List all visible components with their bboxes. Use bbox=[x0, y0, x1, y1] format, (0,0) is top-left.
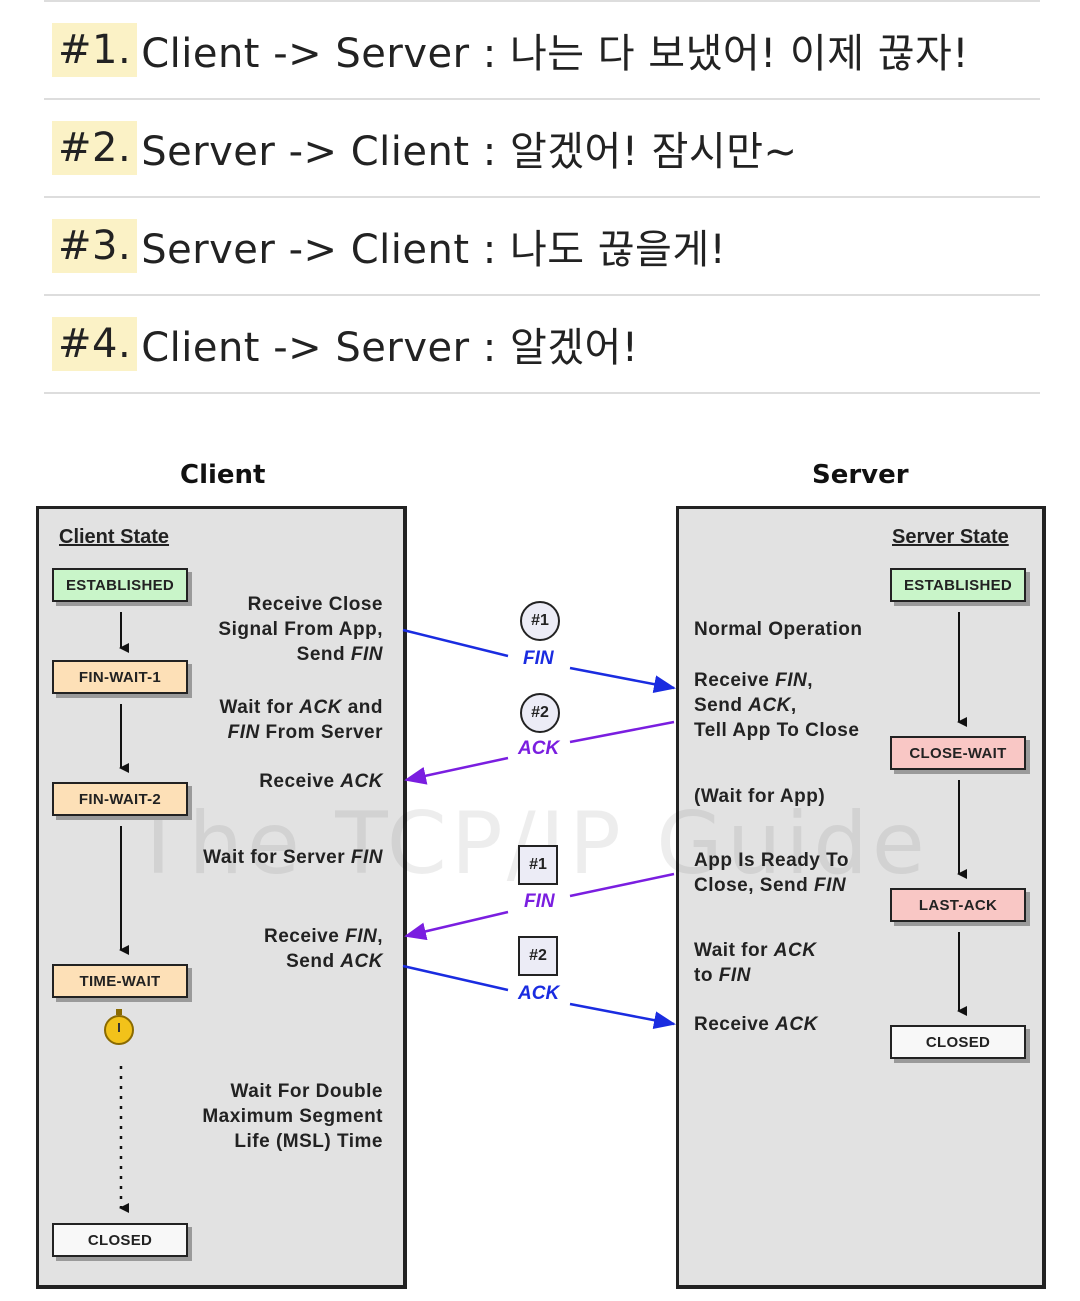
client-state-time-wait: TIME-WAIT bbox=[52, 964, 188, 998]
server-state-last-ack: LAST-ACK bbox=[890, 888, 1026, 922]
server-label-receive-fin: Receive FIN, Send ACK, Tell App To Close bbox=[694, 670, 860, 741]
client-label-wait-server-fin: Wait for Server FIN bbox=[203, 847, 383, 868]
tcp-termination-diagram: Client Server The TCP/IP Guide Client St… bbox=[28, 438, 1056, 1300]
message-label: ACK bbox=[518, 983, 560, 1004]
client-state-fin-wait-2: FIN-WAIT-2 bbox=[52, 782, 188, 816]
step-text: Server -> Client : 나도 끊을게! bbox=[141, 227, 727, 273]
server-title: Server bbox=[812, 460, 909, 490]
client-label-receive-fin-send-ack: Receive FIN, Send ACK bbox=[263, 926, 383, 972]
step-row: #1. Client -> Server : 나는 다 보냈어! 이제 끊자! bbox=[44, 2, 1040, 100]
step-number: #4. bbox=[52, 317, 138, 371]
message-fin-1 bbox=[402, 628, 676, 694]
client-label-wait-double-msl: Wait For Double Maximum Segment Life (MS… bbox=[202, 1081, 383, 1152]
message-label: ACK bbox=[518, 738, 560, 759]
client-state-established: ESTABLISHED bbox=[52, 568, 188, 602]
step-row: #2. Server -> Client : 알겠어! 잠시만~ bbox=[44, 100, 1040, 198]
server-state-established: ESTABLISHED bbox=[890, 568, 1026, 602]
server-label-receive-ack: Receive ACK bbox=[694, 1014, 818, 1035]
message-fin-3 bbox=[404, 872, 675, 941]
step-number: #2. bbox=[52, 121, 138, 175]
server-label-app-ready: App Is Ready To Close, Send FIN bbox=[694, 850, 849, 896]
message-badge: #2 bbox=[518, 936, 558, 976]
message-badge: #2 bbox=[520, 693, 560, 733]
client-label-wait-ack-fin: Wait for ACK and FIN From Server bbox=[219, 697, 383, 743]
server-state-closed: CLOSED bbox=[890, 1025, 1026, 1059]
server-label-normal-operation: Normal Operation bbox=[694, 619, 863, 640]
step-text: Client -> Server : 알겠어! bbox=[141, 325, 639, 371]
client-label-receive-ack: Receive ACK bbox=[259, 771, 383, 792]
step-number: #3. bbox=[52, 219, 138, 273]
client-state-fin-wait-1: FIN-WAIT-1 bbox=[52, 660, 188, 694]
step-text: Server -> Client : 알겠어! 잠시만~ bbox=[141, 129, 798, 175]
divider bbox=[44, 0, 1040, 2]
server-state-close-wait: CLOSE-WAIT bbox=[890, 736, 1026, 770]
client-panel bbox=[36, 506, 407, 1289]
step-row: #3. Server -> Client : 나도 끊을게! bbox=[44, 198, 1040, 296]
message-label: FIN bbox=[523, 648, 554, 669]
arrows-layer bbox=[119, 612, 967, 1213]
stopwatch-icon bbox=[104, 1009, 134, 1045]
server-state-heading: Server State bbox=[892, 526, 1009, 548]
client-title: Client bbox=[180, 460, 266, 490]
message-label: FIN bbox=[524, 891, 555, 912]
step-number: #1. bbox=[52, 23, 138, 77]
step-text: Client -> Server : 나는 다 보냈어! 이제 끊자! bbox=[141, 31, 969, 77]
message-ack-2 bbox=[404, 720, 675, 785]
message-ack-4 bbox=[402, 964, 676, 1030]
server-label-wait-for-app: (Wait for App) bbox=[694, 786, 826, 807]
message-badge: #1 bbox=[520, 601, 560, 641]
client-state-heading: Client State bbox=[59, 526, 170, 548]
steps-list: #1. Client -> Server : 나는 다 보냈어! 이제 끊자! … bbox=[44, 0, 1040, 394]
server-label-wait-ack: Wait for ACK to FIN bbox=[694, 940, 817, 986]
step-row: #4. Client -> Server : 알겠어! bbox=[44, 296, 1040, 394]
message-badge: #1 bbox=[518, 845, 558, 885]
client-label-receive-close: Receive Close Signal From App, Send FIN bbox=[218, 594, 383, 665]
client-state-closed: CLOSED bbox=[52, 1223, 188, 1257]
